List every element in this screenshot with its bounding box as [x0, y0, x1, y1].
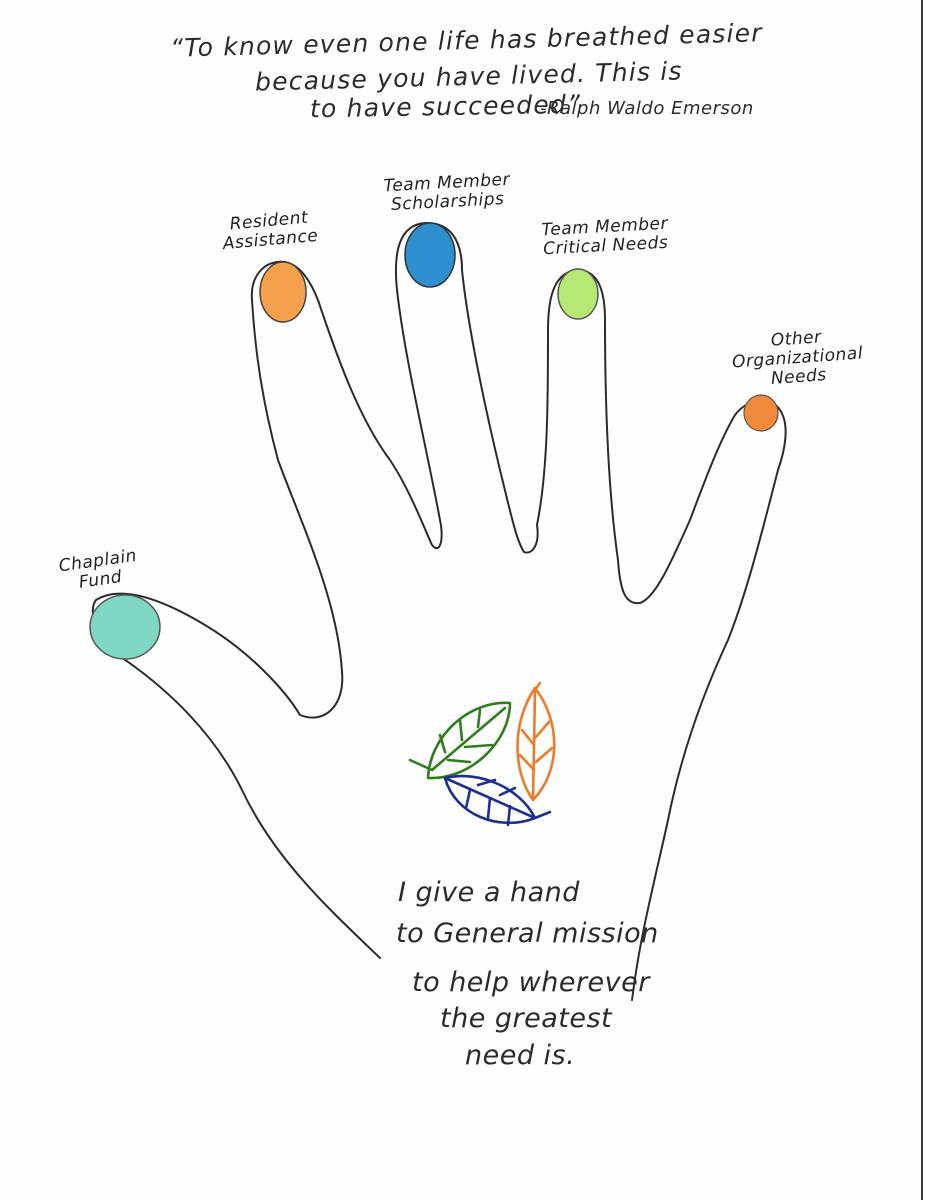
message-line-1: I give a hand [398, 877, 580, 908]
ring-nail [557, 268, 599, 320]
index-nail [259, 261, 307, 323]
message-line-3: to help wherever [412, 967, 650, 998]
quote-attribution: -Ralph Waldo Emerson [540, 98, 754, 119]
pinky-nail [743, 394, 779, 432]
middle-nail [404, 222, 456, 288]
hand-outline [91, 221, 787, 1001]
thumb-nail [89, 594, 161, 660]
pinky-label: Other Organizational Needs [730, 325, 865, 391]
orange-leaf-icon [516, 681, 556, 802]
middle-label: Team Member Scholarships [383, 170, 511, 216]
scan-edge-line [921, 0, 923, 1200]
ring-label: Team Member Critical Needs [541, 214, 669, 260]
message-line-5: need is. [465, 1040, 576, 1071]
message-line-4: the greatest [440, 1003, 613, 1034]
blue-leaf-icon [443, 774, 552, 827]
message-line-2: to General mission [396, 918, 659, 949]
leaf-logo [408, 681, 556, 827]
green-leaf-icon [408, 701, 512, 780]
